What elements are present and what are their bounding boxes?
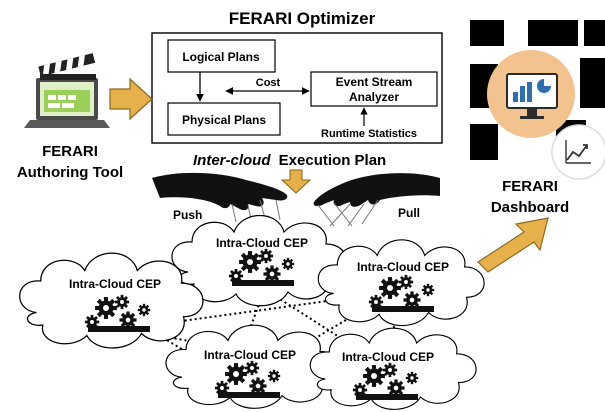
cloud-top-label: Intra-Cloud CEP <box>216 236 308 250</box>
push-label: Push <box>173 208 202 222</box>
event-stream-analyzer-label-line1: Event Stream <box>336 75 413 89</box>
cost-label: Cost <box>256 77 281 89</box>
cloud-left-label: Intra-Cloud CEP <box>69 277 161 291</box>
optimizer-title: FERARI Optimizer <box>229 9 376 28</box>
physical-plans-label: Physical Plans <box>182 113 266 127</box>
clapperboard-laptop-icon <box>24 53 110 128</box>
dashboard-label-line2: Dashboard <box>491 199 569 216</box>
execution-plan-prefix: Inter-cloud <box>193 152 271 169</box>
dashboard-background-squares <box>470 20 605 160</box>
monitor-chart-icon <box>487 50 575 138</box>
logical-plans-box <box>167 39 276 73</box>
line-trend-icon <box>551 124 605 180</box>
logical-plans-label: Logical Plans <box>182 50 260 64</box>
event-stream-analyzer-box <box>310 71 438 107</box>
authoring-tool-label-line2: Authoring Tool <box>17 164 123 181</box>
cloud-bottom-left-label: Intra-Cloud CEP <box>204 348 296 362</box>
execution-plan-label: Inter-cloud Execution Plan <box>193 152 386 169</box>
execution-plan-suffix: Execution Plan <box>279 152 387 169</box>
push-hand-icon <box>152 172 288 225</box>
pull-hand-icon <box>313 173 440 227</box>
cloud-bottom-right-label: Intra-Cloud CEP <box>342 350 434 364</box>
authoring-to-optimizer-arrow <box>109 77 153 121</box>
execution-plan-down-arrow <box>280 169 312 194</box>
event-stream-analyzer-label-line2: Analyzer <box>349 90 399 104</box>
cloud-right-label: Intra-Cloud CEP <box>357 260 449 274</box>
runtime-statistics-label: Runtime Statistics <box>321 128 417 140</box>
dashboard-label-line1: FERARI <box>502 178 558 195</box>
authoring-tool-label-line1: FERARI <box>42 143 98 160</box>
pull-label: Pull <box>398 206 420 220</box>
physical-plans-box <box>167 102 281 136</box>
clouds-to-dashboard-arrow <box>477 217 549 273</box>
